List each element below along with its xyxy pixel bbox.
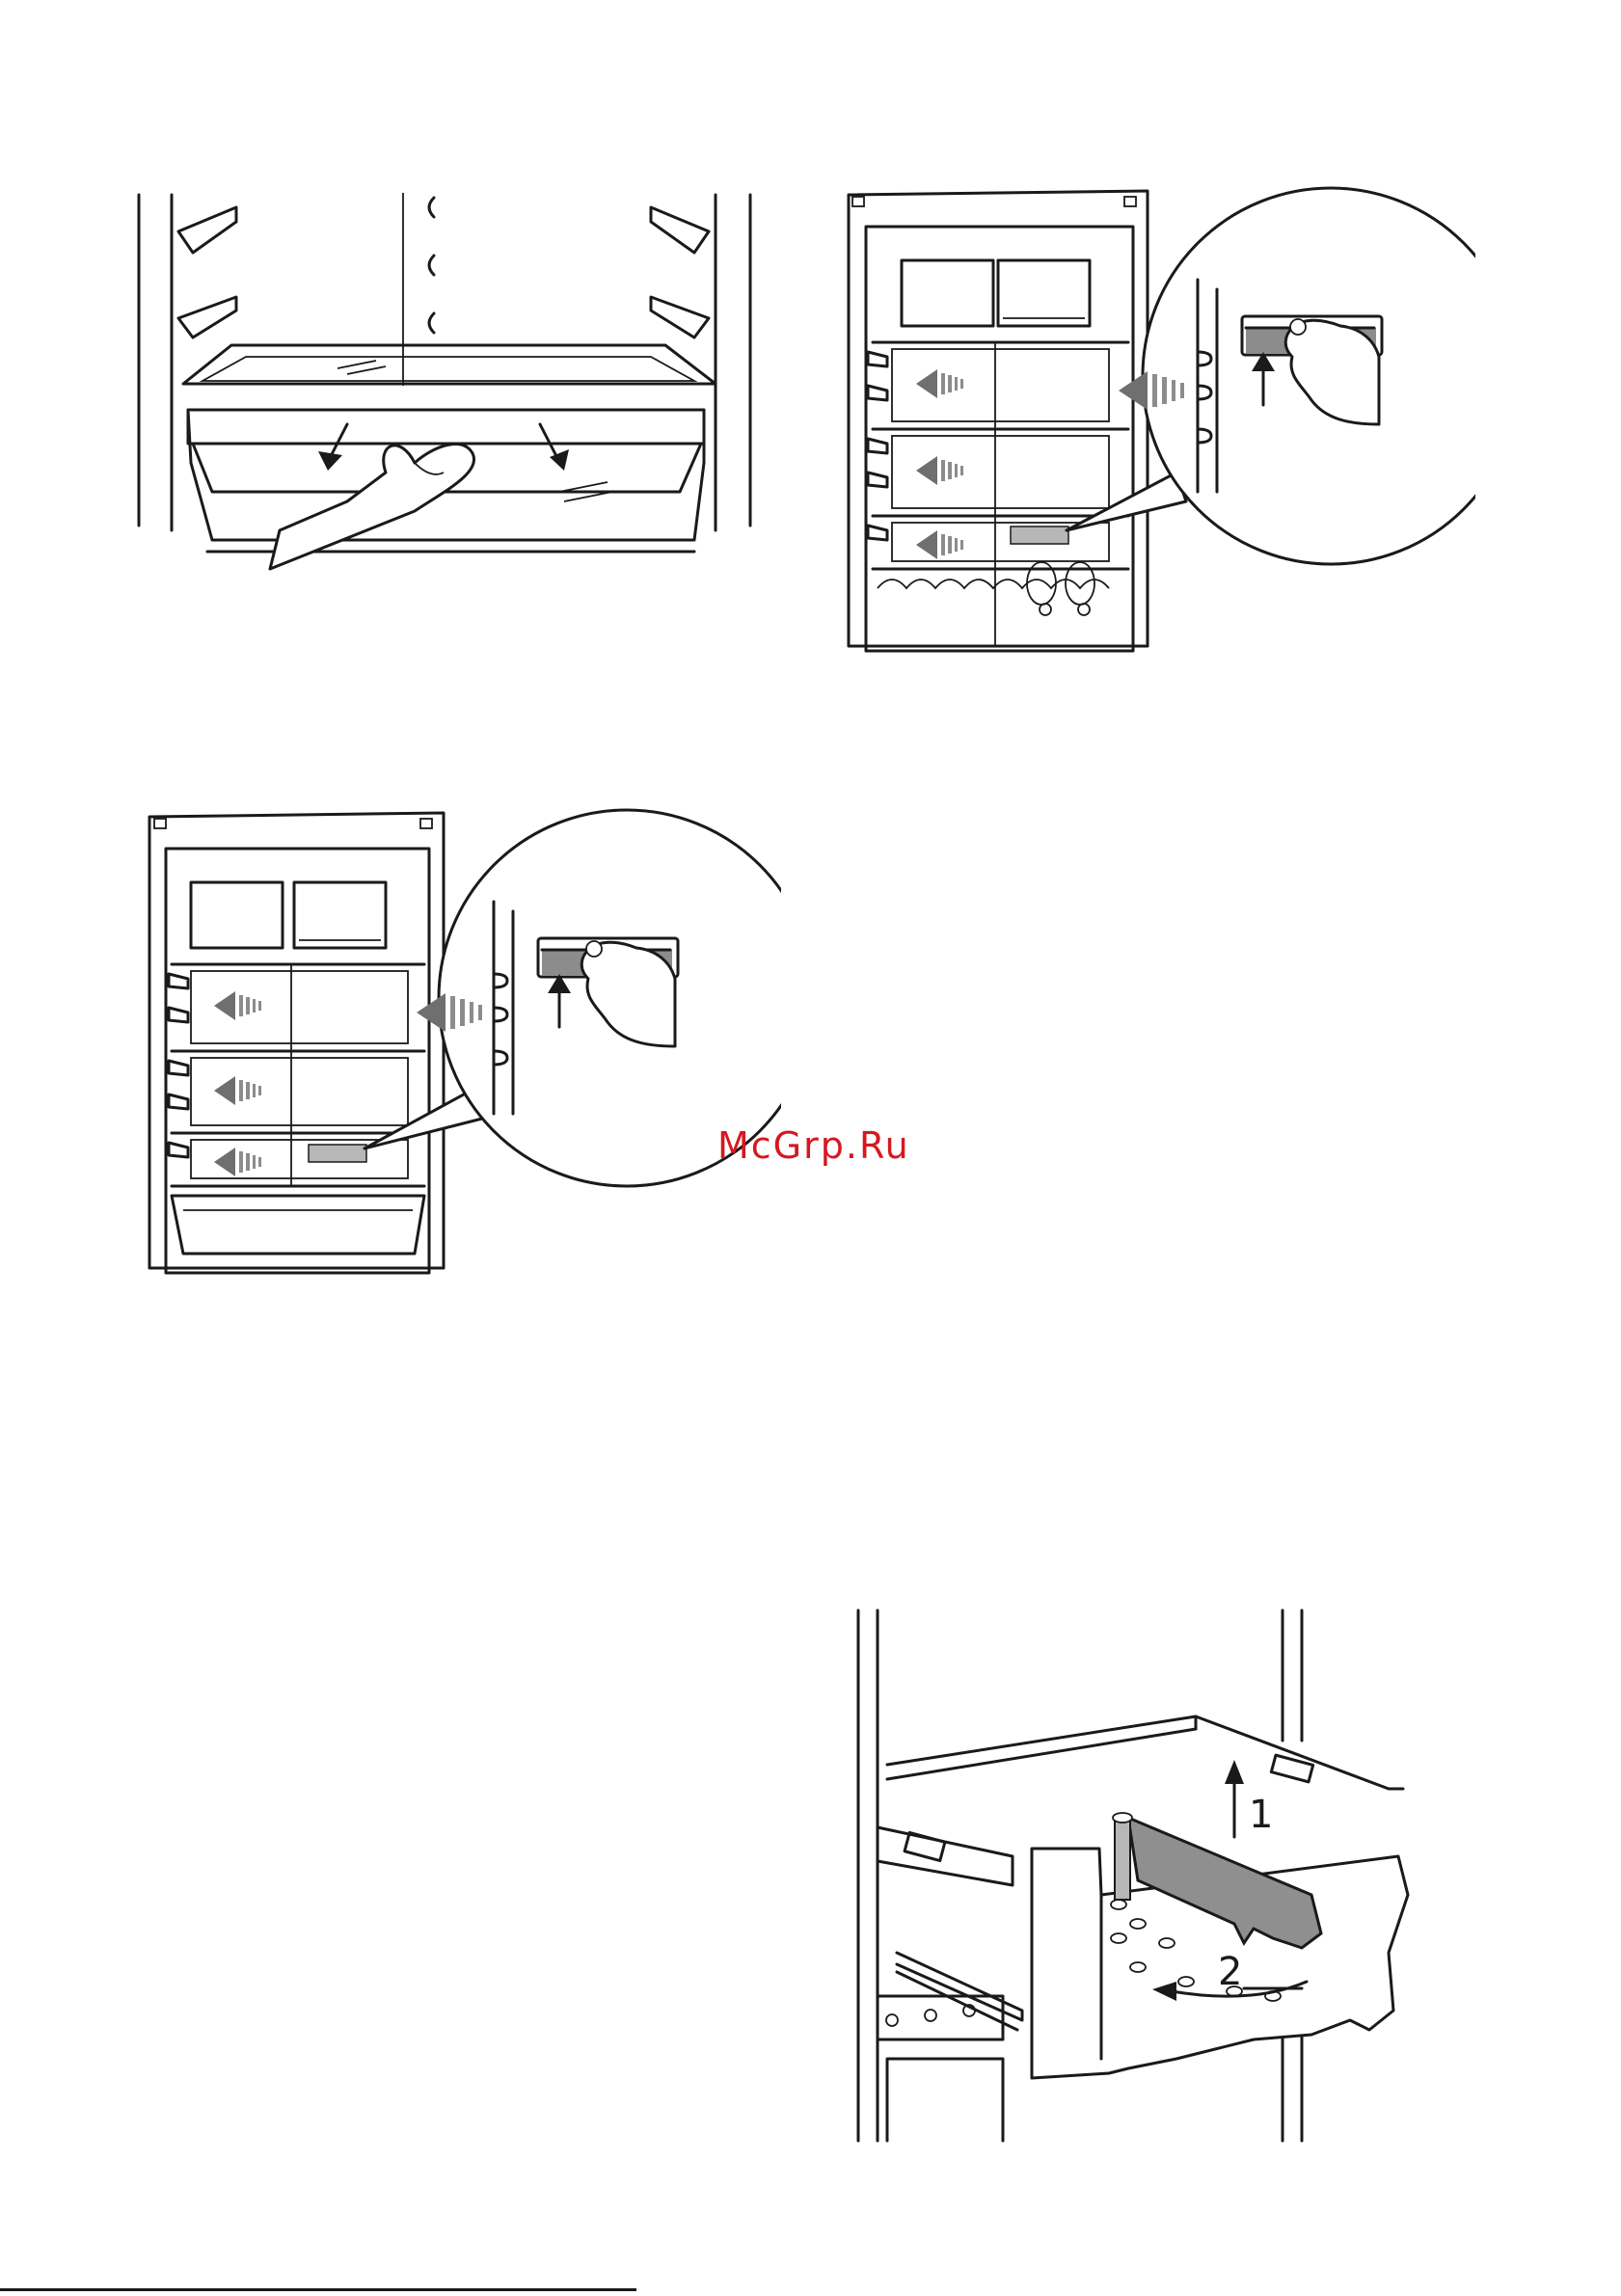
basket-divider-icon: 1 2 [849, 1606, 1446, 2146]
figure-freezer-basket: 1 2 [849, 1606, 1446, 2146]
fridge-shelf-adjust-icon [839, 183, 1475, 656]
shelf-arrow-group [916, 369, 963, 559]
step-1-label: 1 [1249, 1793, 1273, 1837]
figure-fridge-bottom [145, 805, 781, 1278]
step-2-label: 2 [1218, 1950, 1242, 1994]
hand-pulling-drawer-icon [125, 183, 781, 588]
figure-fridge-top [839, 183, 1475, 656]
watermark-text: McGrp.Ru [717, 1124, 910, 1167]
fridge-shelf-adjust-icon [145, 805, 781, 1278]
shelf-arrow-group [214, 991, 261, 1176]
figure-crisper-drawer [125, 183, 781, 588]
footer-rule [0, 2288, 636, 2291]
